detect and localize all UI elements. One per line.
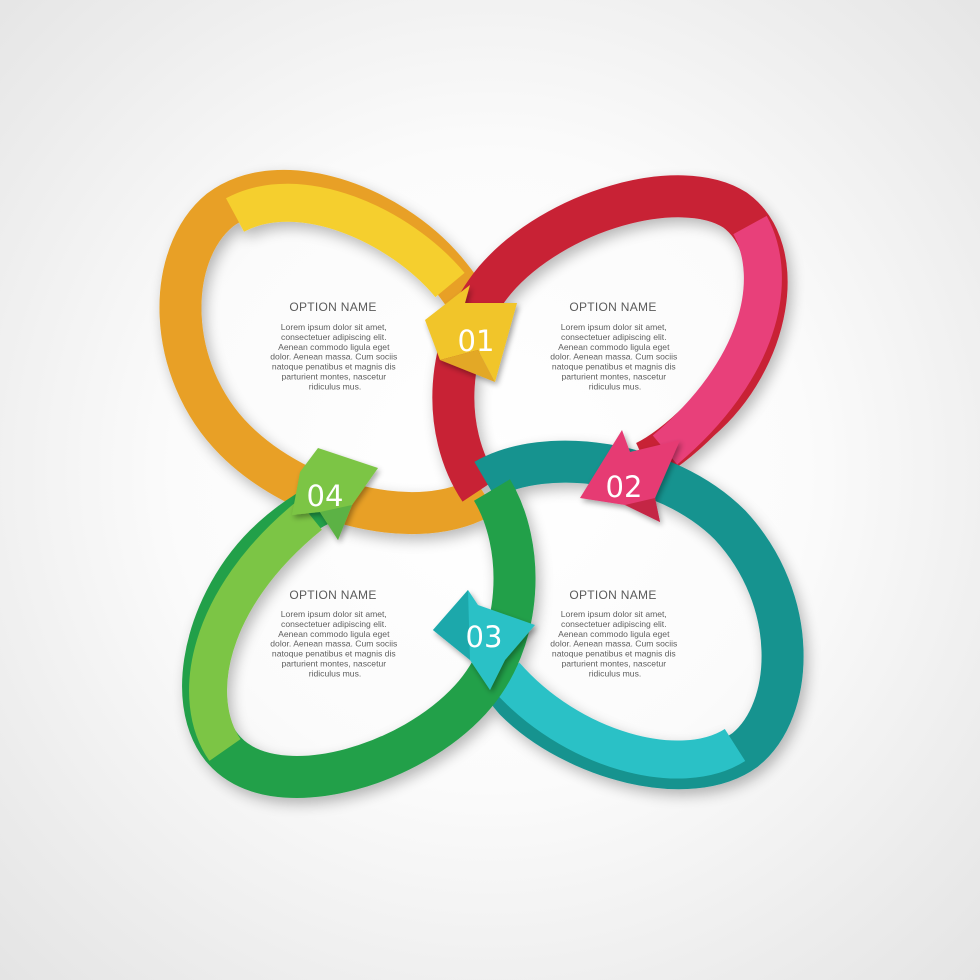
step-number-02: 02 <box>606 470 643 504</box>
arrow-02 <box>580 430 680 522</box>
arrow-04 <box>292 448 378 540</box>
arrow-01 <box>425 285 517 382</box>
option-block-03: OPTION NAME Lorem ipsum dolor sit amet, … <box>550 588 679 678</box>
option-body-01: Lorem ipsum dolor sit amet, consectetuer… <box>270 322 399 391</box>
option-body-02: Lorem ipsum dolor sit amet, consectetuer… <box>550 322 679 391</box>
option-body-04: Lorem ipsum dolor sit amet, consectetuer… <box>270 609 399 678</box>
option-title-04: OPTION NAME <box>289 588 376 602</box>
option-block-02: OPTION NAME Lorem ipsum dolor sit amet, … <box>550 300 679 391</box>
arrow-03 <box>433 590 535 690</box>
option-body-03: Lorem ipsum dolor sit amet, consectetuer… <box>550 609 679 678</box>
option-title-03: OPTION NAME <box>569 588 656 602</box>
option-title-01: OPTION NAME <box>289 300 376 314</box>
step-number-03: 03 <box>466 620 503 654</box>
option-block-04: OPTION NAME Lorem ipsum dolor sit amet, … <box>270 588 399 678</box>
step-number-04: 04 <box>307 479 344 513</box>
option-block-01: OPTION NAME Lorem ipsum dolor sit amet, … <box>270 300 399 391</box>
option-title-02: OPTION NAME <box>569 300 656 314</box>
step-number-01: 01 <box>458 324 495 358</box>
